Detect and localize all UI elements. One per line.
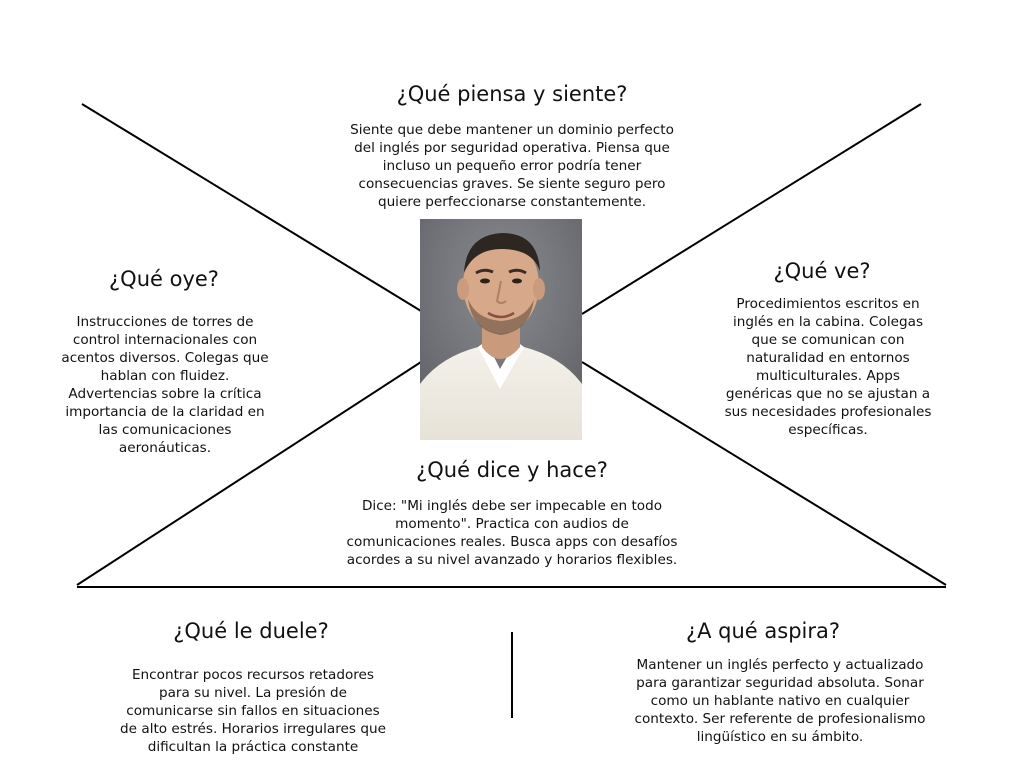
sees-text: Procedimientos escritos en inglés en la … xyxy=(724,296,932,438)
persona-photo xyxy=(420,219,582,440)
sees-title: ¿Qué ve? xyxy=(773,259,871,283)
hears-title: ¿Qué oye? xyxy=(109,267,219,291)
pains-text: Encontrar pocos recursos retadores para … xyxy=(120,667,386,755)
diagonal-bottom-right xyxy=(581,361,947,586)
says-text: Dice: "Mi inglés debe ser impecable en t… xyxy=(346,498,678,568)
says-title: ¿Qué dice y hace? xyxy=(416,458,608,482)
thinks-title: ¿Qué piensa y siente? xyxy=(396,82,628,106)
diagonal-top-left xyxy=(81,103,422,312)
diagonal-bottom-left xyxy=(76,361,422,586)
hears-text: Instrucciones de torres de control inter… xyxy=(61,314,269,456)
thinks-text: Siente que debe mantener un dominio perf… xyxy=(350,122,674,210)
person-portrait-image xyxy=(420,219,582,440)
diagonal-top-right xyxy=(581,103,922,315)
gains-title: ¿A qué aspira? xyxy=(685,619,841,643)
pains-title: ¿Qué le duele? xyxy=(173,619,329,643)
gains-text: Mantener un inglés perfecto y actualizad… xyxy=(634,657,926,745)
